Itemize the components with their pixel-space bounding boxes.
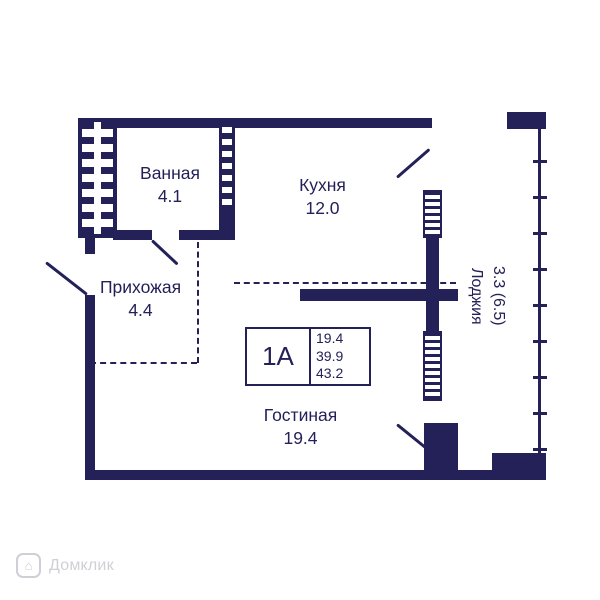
watermark-house-icon: ⌂ xyxy=(16,553,41,578)
kitchen-living-boundary xyxy=(234,282,456,284)
glazing-tick xyxy=(533,232,547,235)
hallway-name: Прихожая xyxy=(99,277,182,297)
vent-shaft-gap xyxy=(94,122,101,234)
wall-bathroom-bottom-left xyxy=(113,230,152,240)
living-label: Гостиная 19.4 xyxy=(228,404,373,450)
glazing-tick xyxy=(533,412,547,415)
wall-kitchen-left-lower xyxy=(219,208,235,240)
loggia-text: Лоджия 3.3 (6.5) xyxy=(465,266,509,326)
unit-info-box: 1А 19.4 39.9 43.2 xyxy=(245,327,371,386)
wall-bathroom-bottom-right xyxy=(179,230,235,240)
kitchen-area: 12.0 xyxy=(305,198,340,218)
glazing-tick xyxy=(533,376,547,379)
bathroom-door-swing xyxy=(150,239,179,266)
wall-bottom-right-block xyxy=(492,453,546,473)
loggia-area: 3.3 (6.5) xyxy=(490,266,507,326)
watermark: ⌂ Домклик xyxy=(16,553,114,578)
glazing-tick xyxy=(533,304,547,307)
glazing-tick xyxy=(533,160,547,163)
hallway-label: Прихожая 4.4 xyxy=(78,276,203,322)
wall-left-stub xyxy=(85,236,95,254)
unit-areas: 19.4 39.9 43.2 xyxy=(309,329,369,384)
wall-right-corner-block xyxy=(424,423,458,480)
hallway-boundary-horizontal xyxy=(90,362,197,364)
wall-top-right-block xyxy=(507,112,546,129)
glazing-rail xyxy=(538,128,541,472)
wall-right-mid xyxy=(426,237,439,332)
glazing-tick xyxy=(533,448,547,451)
unit-area-total: 39.9 xyxy=(316,347,344,364)
wall-left-lower xyxy=(85,295,95,480)
vent-shaft-left xyxy=(78,118,117,238)
loggia-label: Лоджия 3.3 (6.5) xyxy=(447,226,527,366)
bathroom-label: Ванная 4.1 xyxy=(110,162,230,208)
unit-area-full: 43.2 xyxy=(316,365,344,382)
vent-shaft-kitchen xyxy=(219,118,235,210)
kitchen-label: Кухня 12.0 xyxy=(250,174,395,220)
wall-top xyxy=(85,118,432,128)
loggia-glazing xyxy=(533,128,547,472)
wall-bottom xyxy=(85,470,546,480)
hallway-boundary-vertical xyxy=(197,242,199,363)
watermark-text: Домклик xyxy=(49,556,114,574)
kitchen-balcony-door-swing xyxy=(396,148,431,179)
living-area: 19.4 xyxy=(283,428,318,448)
loggia-name: Лоджия xyxy=(468,267,485,325)
unit-label: 1А xyxy=(262,341,294,371)
kitchen-name: Кухня xyxy=(299,175,346,195)
kitchen-window xyxy=(423,190,442,238)
unit-area-living: 19.4 xyxy=(316,330,344,347)
hallway-area: 4.4 xyxy=(128,300,153,320)
wall-room-divider xyxy=(300,289,458,301)
living-name: Гостиная xyxy=(263,405,338,425)
glazing-tick xyxy=(533,340,547,343)
living-window xyxy=(423,331,442,401)
bathroom-name: Ванная xyxy=(140,163,200,183)
bathroom-area: 4.1 xyxy=(157,186,183,206)
glazing-tick xyxy=(533,268,547,271)
glazing-tick xyxy=(533,196,547,199)
